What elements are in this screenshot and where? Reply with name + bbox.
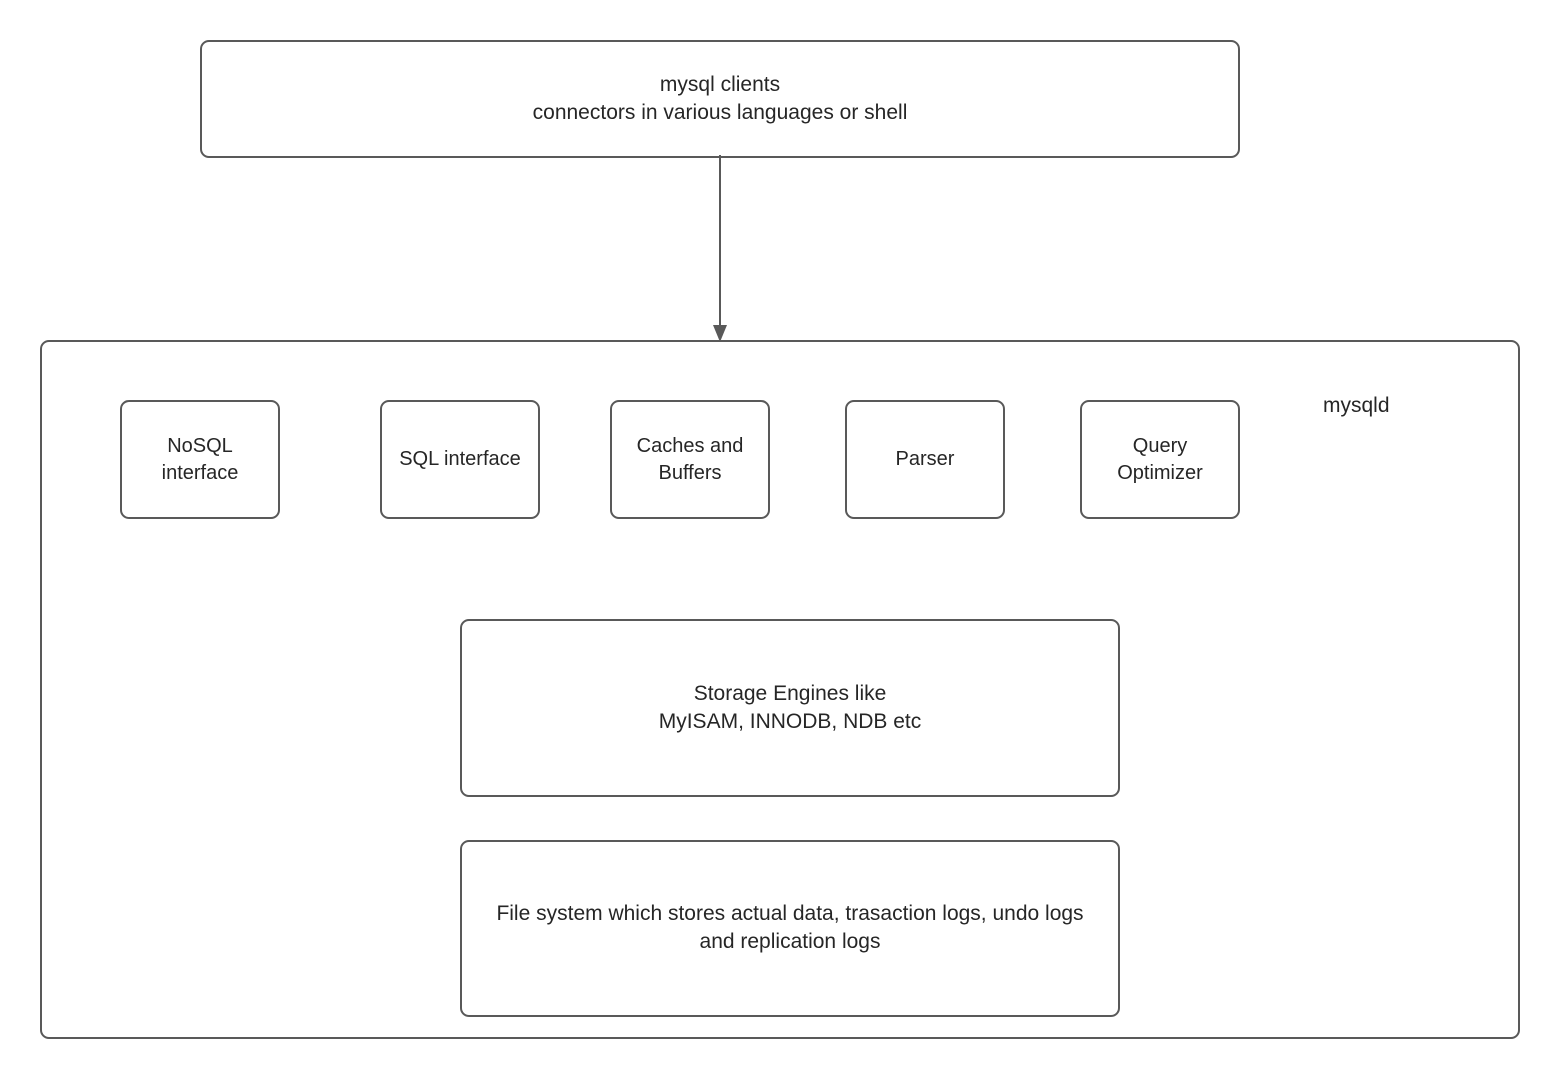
- component-box-nosql-interface[interactable]: NoSQL interface: [120, 400, 280, 519]
- storage-engines-label: Storage Engines like MyISAM, INNODB, NDB…: [658, 682, 922, 733]
- mysql-clients-label: mysql clients connectors in various lang…: [532, 73, 908, 124]
- component-box-parser[interactable]: Parser: [845, 400, 1005, 519]
- storage-engines-box[interactable]: Storage Engines like MyISAM, INNODB, NDB…: [460, 619, 1120, 797]
- component-label-sql-interface: SQL interface: [399, 448, 521, 471]
- component-box-query-optimizer[interactable]: Query Optimizer: [1080, 400, 1240, 519]
- mysql-clients-box[interactable]: mysql clients connectors in various lang…: [200, 40, 1240, 158]
- mysqld-label: mysqld: [1323, 394, 1390, 417]
- file-system-box[interactable]: File system which stores actual data, tr…: [460, 840, 1120, 1017]
- component-label-nosql-interface: NoSQL interface: [161, 435, 239, 484]
- component-label-parser: Parser: [895, 448, 955, 471]
- file-system-label: File system which stores actual data, tr…: [496, 902, 1084, 953]
- component-label-caches-and-buffers: Caches and Buffers: [636, 435, 744, 484]
- component-box-sql-interface[interactable]: SQL interface: [380, 400, 540, 519]
- arrow-clients-to-mysqld-icon: [713, 155, 727, 342]
- component-box-caches-and-buffers[interactable]: Caches and Buffers: [610, 400, 770, 519]
- component-label-query-optimizer: Query Optimizer: [1117, 435, 1203, 484]
